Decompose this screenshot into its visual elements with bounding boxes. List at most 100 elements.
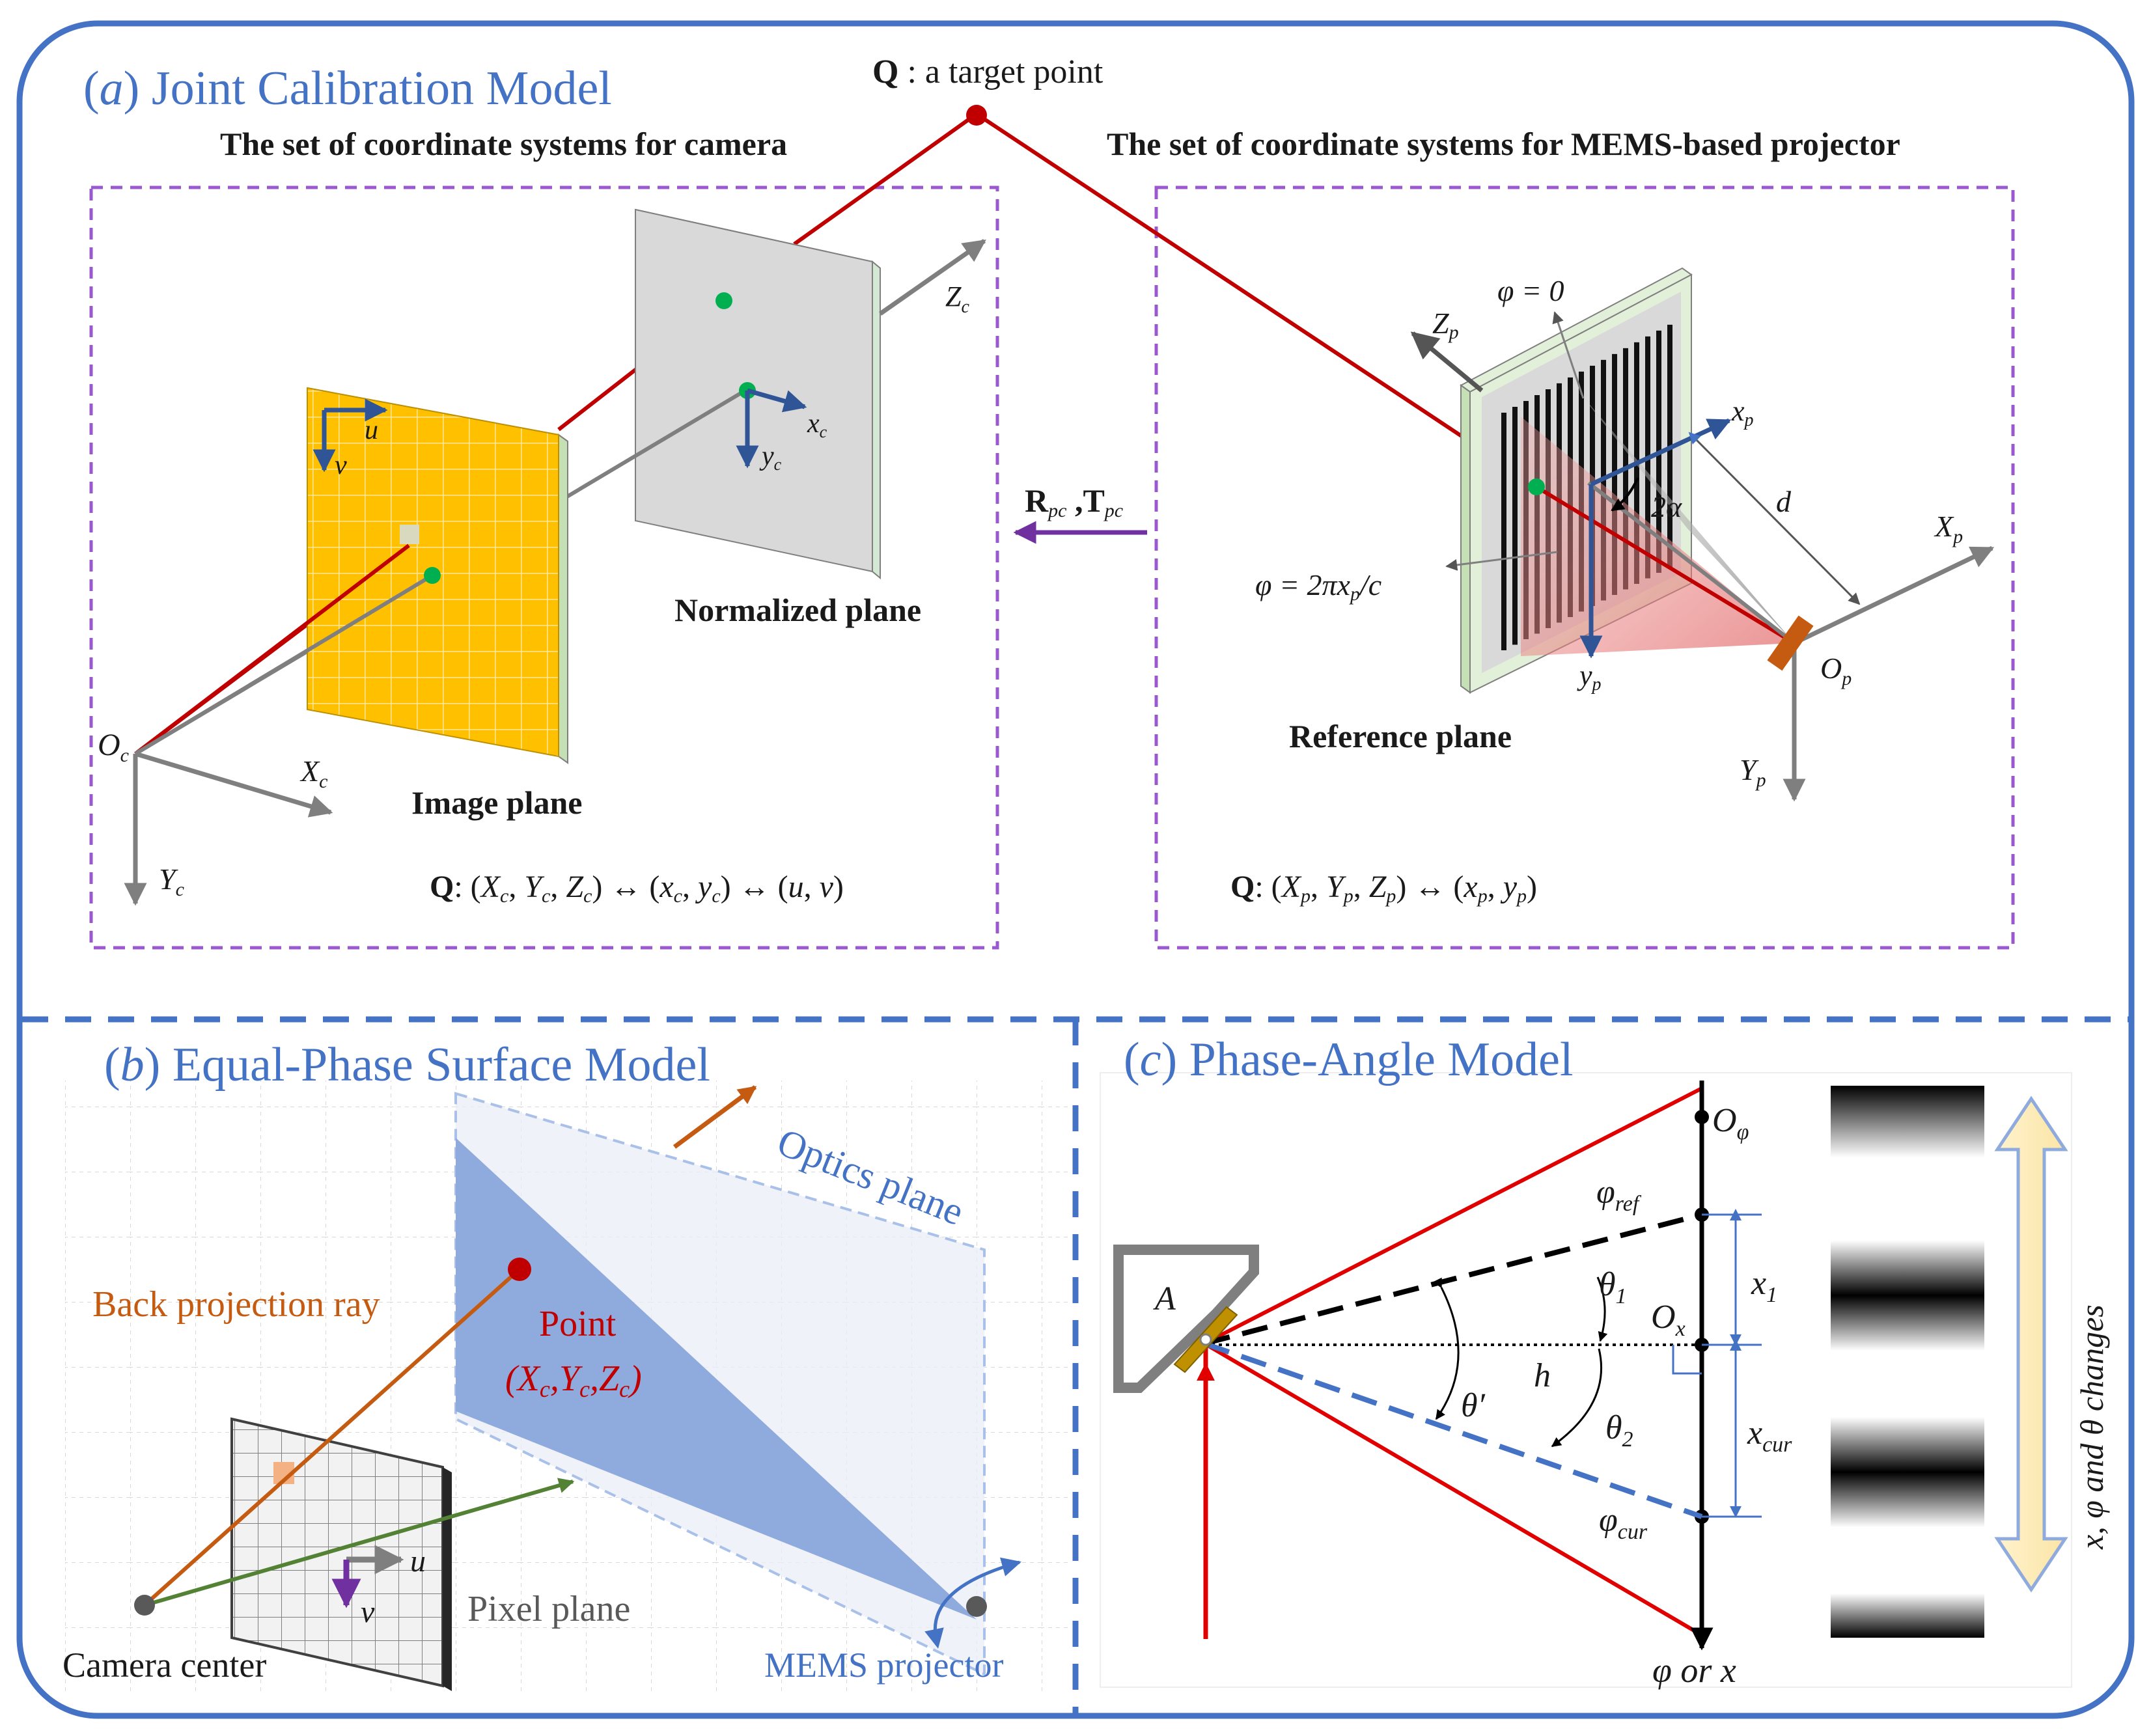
panel-c: (c) Phase-Angle Model A Oφ	[1100, 1033, 2110, 1690]
changes-label: x, φ and θ changes	[2074, 1304, 2110, 1550]
u-label: u	[365, 415, 378, 445]
panel-b: (b) Equal-Phase Surface Model Optics pla…	[62, 1038, 1070, 1692]
camera-set-label: The set of coordinate systems for camera	[220, 126, 787, 162]
theta2-arc	[1551, 1348, 1602, 1448]
phi0-pointer	[1552, 311, 1585, 399]
panel-a-title: (a) Joint Calibration Model	[83, 62, 612, 115]
O-phi-label: Oφ	[1712, 1102, 1749, 1144]
target-point-dot	[966, 105, 987, 126]
two-alpha-label: 2α	[1651, 490, 1682, 523]
mems-scan-arc	[924, 1557, 1021, 1649]
pixel-plane-edge	[443, 1467, 452, 1691]
yp-label: yp	[1577, 659, 1602, 695]
red-ray-projector	[975, 112, 1465, 439]
theta-prime-arc	[1433, 1277, 1460, 1420]
image-plane-label: Image plane	[411, 784, 583, 821]
camera-center-dot	[134, 1595, 155, 1616]
pixel-u-label: u	[410, 1544, 426, 1578]
change-double-arrow	[1994, 1095, 2068, 1593]
Yp-label: Yp	[1740, 753, 1766, 791]
equal-phase-surface	[456, 1138, 977, 1619]
xc-axis	[747, 388, 807, 413]
reference-plane-label: Reference plane	[1289, 718, 1512, 754]
phi-eq-pointer	[1445, 551, 1558, 571]
point-label: Point	[539, 1304, 617, 1344]
Xp-axis	[1793, 545, 1995, 646]
red-ray-upper	[793, 112, 978, 246]
h-label: h	[1534, 1357, 1551, 1394]
mems-mirror	[1767, 615, 1814, 671]
Xc-axis	[134, 751, 333, 818]
mems-projector-label: MEMS projector	[764, 1646, 1003, 1685]
d-label: d	[1776, 485, 1792, 518]
phi-or-x-label: φ or x	[1652, 1651, 1736, 1690]
pixel-plane-label: Pixel plane	[467, 1589, 630, 1629]
fringe-pattern	[1831, 1086, 1984, 1638]
Zc-label: Zc	[945, 281, 969, 317]
O-x-label: Ox	[1651, 1299, 1686, 1341]
normalized-plane-label: Normalized plane	[674, 592, 921, 628]
v-label: v	[335, 450, 347, 480]
mirror-housing	[1113, 1245, 1259, 1393]
Rpc-Tpc-label: Rpc ,Tpc	[1025, 482, 1123, 521]
image-point	[424, 567, 441, 584]
panel-c-title: (c) Phase-Angle Model	[1124, 1033, 1574, 1086]
Zc-axis	[878, 239, 986, 316]
normalized-point-red	[715, 292, 732, 309]
xcur-label: xcur	[1747, 1414, 1792, 1457]
point-marker	[508, 1258, 531, 1281]
phi-cur-ray	[1203, 1341, 1703, 1519]
right-angle-mark	[1672, 1345, 1702, 1375]
panel-b-title: (b) Equal-Phase Surface Model	[104, 1038, 710, 1092]
reference-point	[1528, 478, 1545, 495]
projector-dashed-box	[1154, 186, 2015, 950]
camera-center-label: Camera center	[62, 1646, 266, 1685]
theta-prime-label: θ′	[1461, 1387, 1486, 1424]
Zp-label: Zp	[1432, 307, 1459, 343]
yc-label: yc	[759, 441, 782, 474]
x1-label: x1	[1751, 1265, 1777, 1307]
xp-axis	[1590, 418, 1732, 487]
A-label: A	[1153, 1280, 1176, 1317]
phi0-label: φ = 0	[1497, 274, 1564, 307]
projector-equation: Q: (Xp, Yp, Zp) ↔ (xp, yp)	[1230, 870, 1537, 907]
mems-projector-dot	[966, 1596, 987, 1617]
xp-label: xp	[1731, 395, 1754, 430]
O-phi-dot	[1695, 1110, 1709, 1124]
grey-ray-inside	[134, 573, 434, 756]
red-upper-edge	[1203, 1086, 1703, 1345]
Op-label: Op	[1820, 652, 1852, 689]
phi-ref-ray	[1203, 1212, 1703, 1346]
outer-frame	[16, 20, 2135, 1719]
camera-equation: Q: (Xc, Yc, Zc) ↔ (xc, yc) ↔ (u, v)	[430, 870, 844, 907]
Xp-label: Xp	[1934, 510, 1963, 547]
Yc-label: Yc	[159, 862, 184, 900]
phi-eq-label: φ = 2πxp/c	[1255, 568, 1381, 605]
panel-a: (a) Joint Calibration Model Q : a target…	[83, 53, 2015, 950]
green-ray	[144, 1478, 575, 1607]
red-ray-inside	[134, 544, 410, 756]
pixel-v-label: v	[361, 1595, 375, 1629]
theta1-label: θ1	[1599, 1266, 1627, 1308]
back-projection-ray	[143, 1267, 521, 1607]
phi-cur-label: φcur	[1599, 1502, 1648, 1544]
camera-dashed-box	[89, 186, 999, 950]
projector-set-label: The set of coordinate systems for MEMS-b…	[1107, 126, 1900, 162]
Zp-axis	[1410, 331, 1484, 393]
two-alpha-arc	[1611, 477, 1639, 512]
target-point-label: Q : a target point	[872, 53, 1103, 90]
back-projection-label: Back projection ray	[92, 1284, 380, 1325]
normal-arrow	[673, 1085, 757, 1149]
theta1-arc	[1596, 1276, 1608, 1342]
point-coords-label: (Xc,Yc,Zc)	[505, 1358, 642, 1402]
mirror-pivot	[1199, 1333, 1212, 1346]
red-lower-edge	[1203, 1342, 1703, 1637]
phi-ref-label: φref	[1596, 1174, 1642, 1216]
red-ray-to-projector	[1535, 485, 1796, 645]
xc-label: xc	[807, 409, 827, 441]
Oc-label: Oc	[98, 728, 129, 766]
d-dimension	[1688, 432, 1861, 605]
Xc-label: Xc	[299, 754, 327, 792]
image-pixel	[400, 525, 419, 544]
